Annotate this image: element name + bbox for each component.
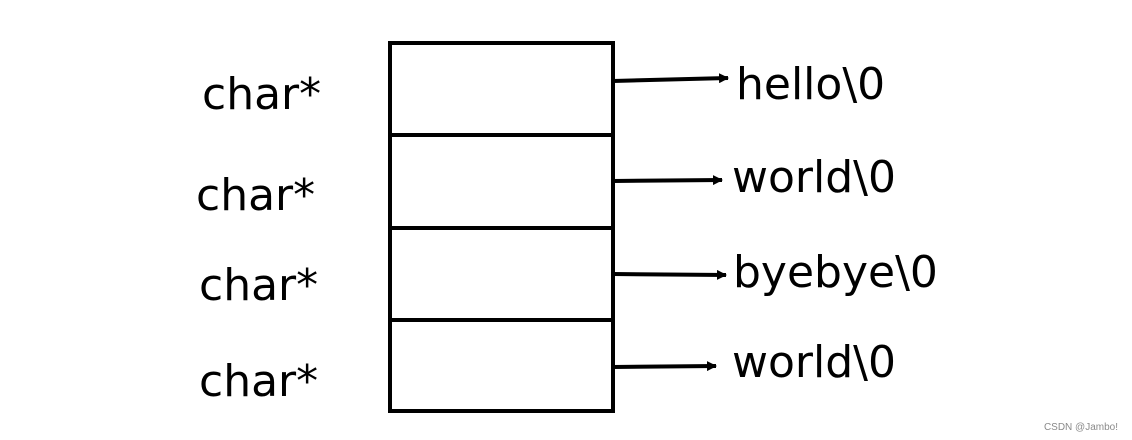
string-value-3: world\0	[732, 337, 896, 388]
type-label-1: char*	[196, 170, 315, 221]
type-label-2: char*	[199, 260, 318, 311]
type-label-3: char*	[199, 356, 318, 407]
watermark: CSDN @Jambo!	[1044, 422, 1118, 433]
string-value-2: byebye\0	[733, 247, 938, 298]
pointer-arrow-0	[612, 73, 729, 84]
array-cell-3	[388, 318, 615, 413]
pointer-arrow-1	[612, 175, 723, 186]
array-cell-1	[388, 133, 615, 230]
array-cell-2	[388, 226, 615, 322]
type-label-0: char*	[202, 69, 321, 120]
string-value-0: hello\0	[736, 59, 885, 110]
pointer-arrow-2	[612, 269, 727, 280]
pointer-arrow-3	[612, 361, 717, 372]
pointer-array	[388, 41, 615, 413]
array-cell-0	[388, 41, 615, 137]
string-value-1: world\0	[732, 152, 896, 203]
